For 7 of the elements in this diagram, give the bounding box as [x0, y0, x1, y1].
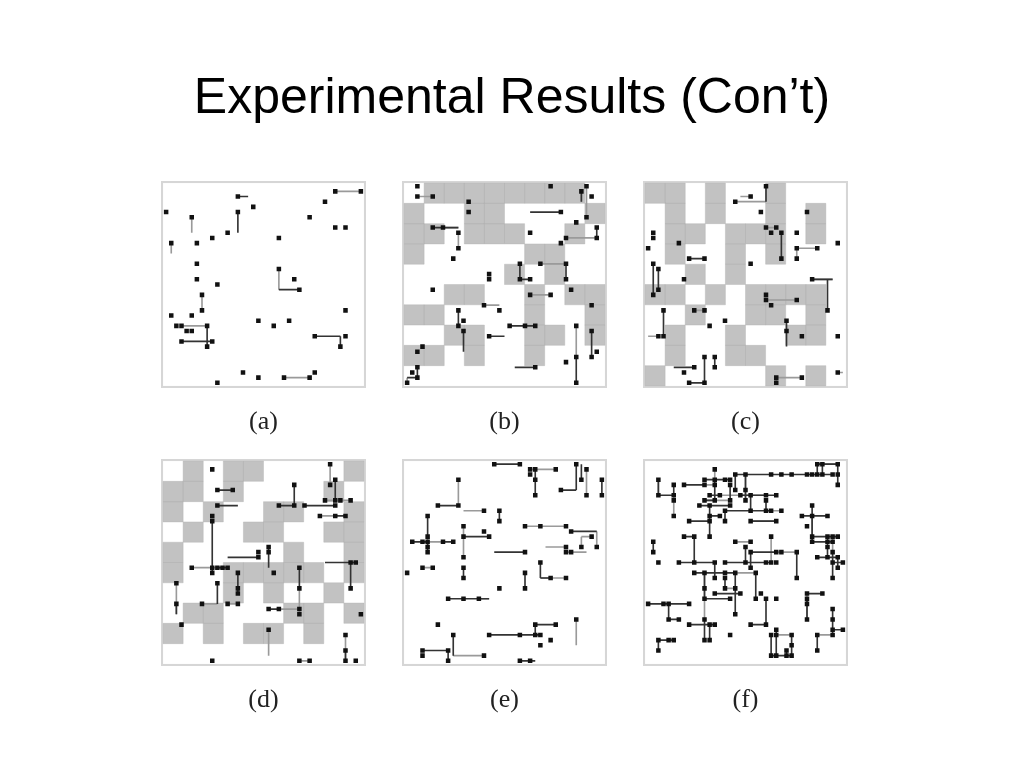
panel-caption: (b) [489, 406, 520, 435]
panel-caption: (c) [731, 406, 760, 435]
panel-caption: (a) [249, 406, 278, 435]
panel-caption: (d) [248, 684, 279, 713]
slide-title: Experimental Results (Con’t) [193, 68, 831, 124]
panel-caption: (f) [732, 684, 759, 713]
panel-caption: (e) [490, 684, 519, 713]
